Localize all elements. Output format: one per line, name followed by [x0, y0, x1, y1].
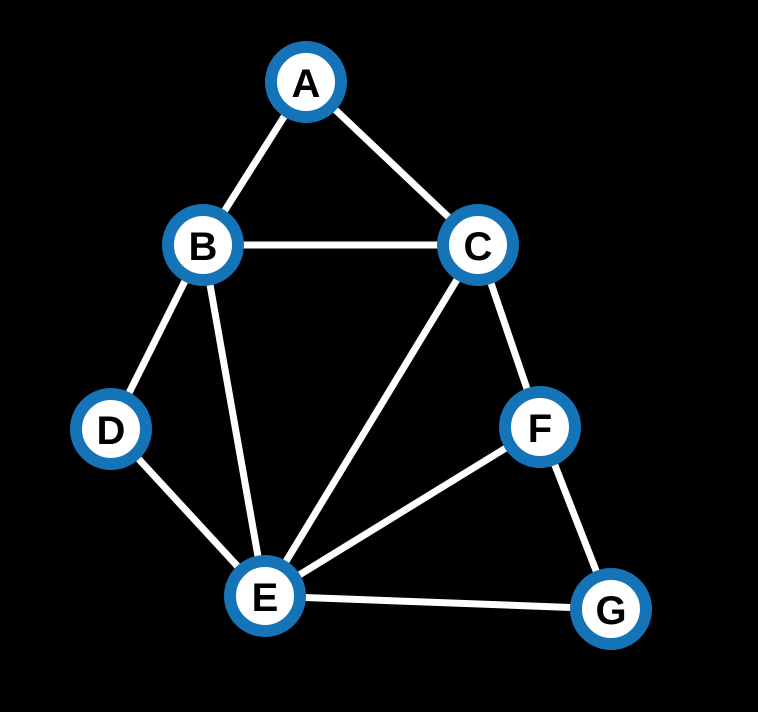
node-label-A: A — [292, 62, 321, 106]
node-label-B: B — [189, 225, 218, 269]
node-label-C: C — [464, 225, 493, 269]
node-label-D: D — [97, 409, 126, 453]
edge-layer — [107, 78, 615, 613]
node-C[interactable]: C — [437, 204, 519, 286]
node-D[interactable]: D — [70, 388, 152, 470]
node-layer: A B C D E F G — [70, 41, 652, 650]
node-label-G: G — [595, 589, 626, 633]
node-circle-A[interactable] — [265, 41, 347, 123]
edge-B-E — [199, 241, 269, 600]
edge-E-G — [261, 592, 615, 613]
edge-E-F — [261, 423, 544, 600]
node-label-F: F — [528, 407, 552, 451]
node-E[interactable]: E — [224, 555, 306, 637]
node-label-E: E — [252, 576, 279, 620]
node-circle-C[interactable] — [437, 204, 519, 286]
node-B[interactable]: B — [162, 204, 244, 286]
node-G[interactable]: G — [570, 568, 652, 650]
node-circle-G[interactable] — [570, 568, 652, 650]
node-circle-B[interactable] — [162, 204, 244, 286]
node-F[interactable]: F — [499, 386, 581, 468]
node-A[interactable]: A — [265, 41, 347, 123]
edge-C-E — [261, 241, 482, 600]
node-circle-F[interactable] — [499, 386, 581, 468]
node-circle-E[interactable] — [224, 555, 306, 637]
node-circle-D[interactable] — [70, 388, 152, 470]
